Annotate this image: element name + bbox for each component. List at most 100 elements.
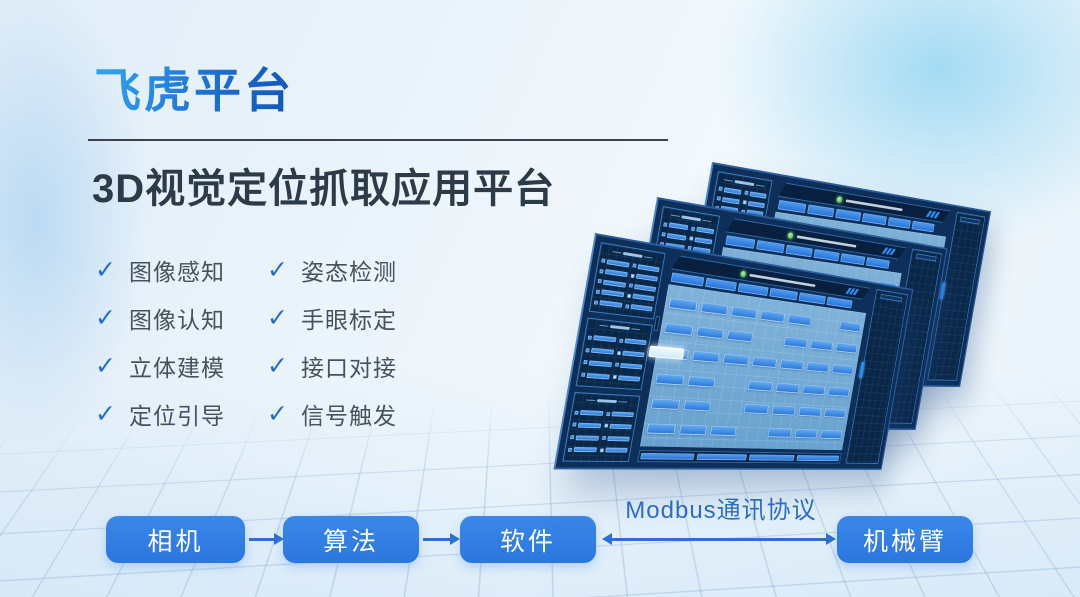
background-glow-left (0, 0, 150, 450)
mini-button (602, 279, 626, 288)
node-canvas (639, 284, 867, 451)
checkbox-icon (601, 258, 606, 263)
checkbox-icon (612, 375, 617, 380)
check-icon: ✓ (95, 255, 116, 284)
panel-cell (587, 335, 617, 343)
panel-cell (626, 293, 655, 302)
modbus-protocol-label: Modbus通讯协议 (625, 497, 817, 524)
mini-button (747, 200, 765, 208)
checkbox-icon (597, 279, 602, 284)
app-logo-icon (740, 270, 746, 277)
mini-button (633, 283, 656, 292)
panel-cell (661, 232, 687, 241)
slash-decoration-icon (883, 247, 894, 255)
checkbox-icon (632, 263, 637, 268)
mini-button (632, 294, 655, 302)
flow-node-block (767, 427, 792, 438)
panel-cell (574, 410, 604, 416)
screen-tab (813, 249, 840, 262)
panel-cell (583, 360, 612, 367)
feature-item: ✓ 接口对接 (267, 342, 397, 390)
panel-cell (625, 303, 653, 312)
checkbox-icon (716, 196, 721, 201)
panel-cell (612, 374, 641, 382)
screen-tab (768, 287, 798, 301)
flow-node-algorithm: 算法 (283, 516, 419, 563)
mini-button (604, 447, 628, 453)
checkbox-icon (570, 435, 575, 440)
flow-node-block (726, 330, 754, 343)
screen-tab (806, 204, 835, 218)
feature-label: 姿态检测 (300, 259, 397, 285)
mini-button (624, 338, 647, 346)
checkbox-icon (581, 372, 586, 377)
screen-tab (834, 208, 862, 222)
flow-node-block (687, 375, 716, 388)
feature-label: 图像感知 (128, 259, 225, 285)
mini-button (601, 289, 625, 298)
flow-node-block (655, 373, 685, 386)
mini-button (611, 411, 634, 418)
flow-node-block (775, 382, 800, 393)
checkbox-icon (585, 347, 590, 353)
feature-item: ✓ 手眼标定 (267, 294, 397, 342)
page-title: 3D视觉定位抓取应用平台 (92, 167, 556, 211)
feature-label: 接口对接 (300, 355, 397, 381)
feature-item: ✓ 信号触发 (267, 390, 397, 438)
check-icon: ✓ (267, 351, 288, 380)
header-divider (88, 139, 668, 141)
screen-tab (840, 253, 866, 266)
feature-label: 图像认知 (128, 307, 225, 333)
panel-cell (585, 347, 615, 355)
feature-item: ✓ 图像认知 (95, 294, 267, 342)
flow-node-block (823, 407, 847, 418)
screen-tab (911, 220, 935, 233)
arrow-right-icon (423, 533, 460, 545)
screen-tab (785, 244, 814, 258)
check-icon: ✓ (267, 399, 288, 428)
screen-bottom-bar (636, 450, 842, 464)
mini-button (637, 263, 660, 272)
feature-label: 信号触发 (300, 403, 397, 429)
mini-button (588, 360, 612, 367)
panel-cell (614, 362, 643, 370)
screen-tab (737, 282, 769, 296)
mini-button (590, 347, 615, 355)
screen-tab (725, 235, 756, 249)
app-title-text (796, 235, 856, 247)
mini-button (694, 236, 713, 245)
panel-cell (744, 190, 767, 199)
panel-rows (567, 405, 635, 457)
flow-node-block (827, 386, 850, 397)
panel-cell (601, 435, 630, 441)
app-title-text (846, 199, 903, 211)
flow-node-block (747, 380, 773, 392)
flow-node-block (668, 297, 698, 312)
screen-tab (756, 240, 785, 254)
check-icon: ✓ (95, 303, 116, 332)
mini-button (630, 304, 653, 312)
mini-button (622, 350, 645, 358)
mini-button (723, 187, 742, 195)
feature-item: ✓ 定位引导 (95, 390, 267, 438)
panel-title-bar (577, 396, 637, 405)
flow-node-block (663, 322, 694, 337)
screen-tab (866, 257, 891, 269)
flow-node-block (787, 313, 812, 327)
mini-button (604, 269, 628, 278)
panel-cell (718, 186, 742, 195)
arrow-right-icon (249, 533, 284, 545)
mini-button (577, 422, 602, 429)
checkbox-icon (744, 190, 749, 196)
mini-button (573, 447, 597, 453)
mini-button (666, 232, 687, 241)
flow-node-block (831, 364, 854, 376)
checkbox-icon (595, 289, 601, 294)
app-title-text (749, 273, 815, 286)
flow-node-block (771, 404, 796, 416)
screen-tab (861, 212, 887, 226)
bottom-button (696, 453, 747, 461)
feature-list: ✓ 图像感知 ✓ 姿态检测 ✓ 图像认知 ✓ 手眼标定 ✓ 立体建模 ✓ 接口对… (95, 246, 397, 438)
panel-cell (599, 268, 628, 278)
